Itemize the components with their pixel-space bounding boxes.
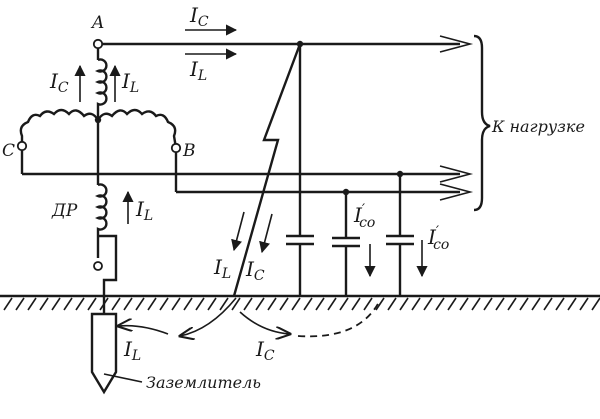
ic-ground-arrow-solid — [180, 297, 237, 336]
ic-ground-label: IC — [255, 337, 275, 364]
ground-hatch-stroke — [219, 297, 229, 311]
ground-hatch-stroke — [279, 297, 289, 311]
ground-hatch-stroke — [495, 297, 505, 311]
ground-hatch-stroke — [351, 297, 361, 311]
ground-hatch-stroke — [63, 297, 73, 311]
ground-hatch-stroke — [303, 297, 313, 311]
il-ground-arrow — [118, 326, 169, 335]
ground-hatch-stroke — [555, 297, 565, 311]
ground-hatch-stroke — [315, 297, 325, 311]
ico2-label: I′co — [427, 224, 449, 253]
ground-hatch-stroke — [51, 297, 61, 311]
ground-hatch-stroke — [159, 297, 169, 311]
ground-hatch-stroke — [507, 297, 517, 311]
terminal-a — [92, 38, 104, 50]
ground-hatch-stroke — [39, 297, 49, 311]
ground-hatch-stroke — [591, 297, 600, 311]
ground-hatch-stroke — [411, 297, 421, 311]
ground-hatch-stroke — [3, 297, 13, 311]
ground-hatch-stroke — [543, 297, 553, 311]
ground-hatch-stroke — [399, 297, 409, 311]
ground-hatch-stroke — [339, 297, 349, 311]
ground-hatch-stroke — [75, 297, 85, 311]
reactor-coil — [94, 183, 108, 258]
ground-hatch-stroke — [255, 297, 265, 311]
ico1-label: I′co — [353, 202, 375, 231]
ground-hatch-stroke — [183, 297, 193, 311]
ground-hatch-stroke — [363, 297, 373, 311]
node-c-label: C — [2, 141, 15, 161]
dr-label: ДР — [51, 201, 78, 221]
il-dr-label: IL — [135, 197, 153, 224]
ic-ground-arrow-return — [239, 311, 290, 334]
node-b-label: B — [182, 141, 196, 161]
ground-hatch-stroke — [123, 297, 133, 311]
ground-hatch-stroke — [195, 297, 205, 311]
ground-hatch-stroke — [231, 297, 241, 311]
load-bracket — [473, 34, 491, 212]
node-a-label: A — [90, 13, 104, 33]
ground-hatch-stroke — [243, 297, 253, 311]
ground-hatch-stroke — [111, 297, 121, 311]
ic-a-label: IC — [49, 69, 69, 96]
winding-c — [19, 108, 100, 150]
ground-hatch-stroke — [423, 297, 433, 311]
il-top-label: IL — [189, 57, 207, 84]
ground-hatch-stroke — [267, 297, 277, 311]
phase-a-arrow — [439, 35, 474, 53]
ground-hatch-stroke — [459, 297, 469, 311]
winding-b — [96, 108, 178, 149]
ground-hatch-stroke — [147, 297, 157, 311]
il-a-label: IL — [121, 69, 139, 96]
il-ground-label: IL — [123, 337, 141, 364]
ground-hatch-stroke — [387, 297, 397, 311]
ground-hatch-stroke — [483, 297, 493, 311]
ground-hatch-stroke — [27, 297, 37, 311]
ground-hatch-stroke — [207, 297, 217, 311]
ground-hatch-stroke — [171, 297, 181, 311]
phase-b-arrow — [439, 183, 474, 201]
ground-hatch-stroke — [579, 297, 589, 311]
il-fault-label: IL — [213, 255, 231, 282]
ground-hatch-stroke — [519, 297, 529, 311]
ground-hatch-stroke — [15, 297, 25, 311]
ground-hatch-stroke — [435, 297, 445, 311]
reactor-tap-terminal — [93, 261, 103, 271]
ic-top-label: IC — [189, 3, 209, 30]
ground-hatch-stroke — [87, 297, 97, 311]
ground-electrode-leader — [103, 373, 143, 383]
ic-fault-arrow — [259, 213, 273, 254]
ground-hatching — [3, 297, 600, 311]
winding-a — [94, 58, 108, 120]
terminal-b — [170, 142, 182, 154]
ground-hatch-stroke — [327, 297, 337, 311]
ground-hatch-stroke — [291, 297, 301, 311]
ic-ground-dashed-loop — [297, 299, 381, 338]
ground-electrode — [90, 312, 118, 395]
ground-hatch-stroke — [471, 297, 481, 311]
neutral-node — [94, 116, 102, 124]
ground-hatch-stroke — [531, 297, 541, 311]
reactor-tap-lead — [98, 234, 118, 296]
terminal-c — [16, 140, 28, 152]
ground-hatch-stroke — [447, 297, 457, 311]
ground-hatch-stroke — [567, 297, 577, 311]
ground-electrode-label: Заземлитель — [146, 373, 261, 392]
phase-c-arrow — [439, 165, 474, 183]
fault-path — [232, 43, 302, 297]
ground-hatch-stroke — [375, 297, 385, 311]
il-fault-arrow — [231, 211, 245, 252]
ic-fault-label: IC — [245, 257, 265, 284]
load-label: К нагрузке — [491, 117, 585, 136]
ground-hatch-stroke — [135, 297, 145, 311]
